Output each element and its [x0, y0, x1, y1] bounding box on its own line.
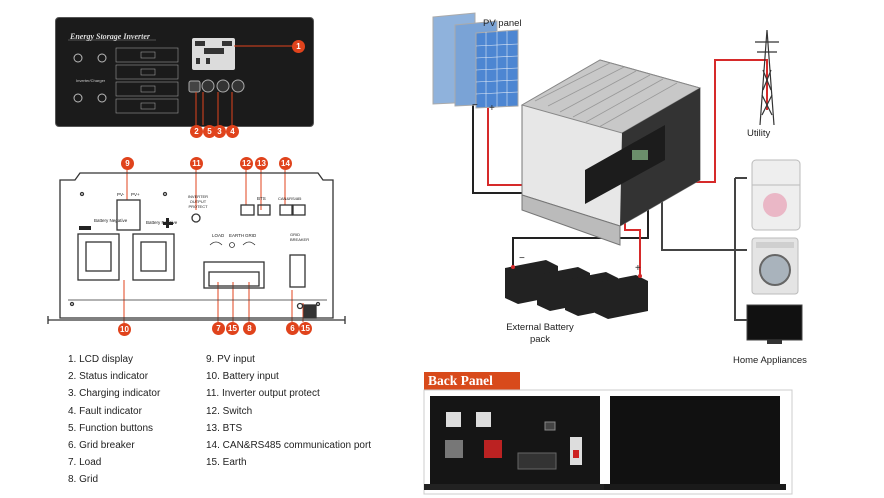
label-battery-positive: Battery Positive — [146, 220, 178, 225]
legend-item: 2. Status indicator — [68, 371, 149, 383]
callout-2: 2 — [190, 125, 203, 138]
front-panel-title: Energy Storage Inverter — [70, 32, 150, 41]
callout-9: 9 — [121, 157, 134, 170]
back-panel-title: Back Panel — [424, 372, 520, 390]
label-battery-negative: Battery Negative — [94, 218, 128, 223]
callout-6: 6 — [286, 322, 299, 335]
legend-item: 11. Inverter output protect — [206, 388, 320, 400]
pv-plus-symbol: + — [489, 103, 495, 114]
callout-11: 11 — [190, 157, 203, 170]
legend-item: 3. Charging indicator — [68, 388, 161, 400]
callout-15b: 15 — [299, 322, 312, 335]
legend-item: 9. PV input — [206, 354, 255, 365]
label-bts: BTS — [257, 196, 266, 201]
front-panel-graphics: Inverter/Charger — [68, 39, 245, 114]
legend-item: 5. Function buttons — [68, 422, 154, 434]
legend-item: 14. CAN&RS485 communication port — [206, 440, 372, 452]
pv-minus-symbol: − — [472, 100, 478, 111]
callout-14: 14 — [279, 157, 292, 170]
callout-7: 7 — [212, 322, 225, 335]
legend-right: 9. PV input 10. Battery input 11. Invert… — [206, 351, 371, 471]
front-panel: Energy Storage Inverter Inverter/Charger — [55, 17, 314, 127]
legend-item: 12. Switch — [206, 405, 253, 417]
battery-plus-symbol: + — [635, 263, 641, 274]
callout-10: 10 — [118, 323, 131, 336]
label-grid-breaker: GRID BREAKER — [290, 232, 310, 242]
utility-label: Utility — [747, 128, 771, 139]
legend-left: 1. LCD display 2. Status indicator 3. Ch… — [68, 351, 160, 489]
battery-label: External Battery pack — [506, 322, 574, 345]
callout-1: 1 — [292, 40, 305, 53]
callout-3: 3 — [213, 125, 226, 138]
callout-4: 4 — [226, 125, 239, 138]
label-pv-minus: PV- — [117, 192, 125, 197]
label-load: LOAD — [212, 233, 225, 238]
home-appliances-label: Home Appliances — [733, 355, 807, 366]
label-inverter-protect: INVERTER OUTPUT PROTECT — [187, 194, 209, 209]
pv-panel-label: PV panel — [483, 18, 522, 29]
legend-item: 6. Grid breaker — [68, 440, 135, 452]
label-can: CAN&RS485 — [278, 196, 302, 201]
legend-item: 7. Load — [68, 457, 102, 469]
legend-item: 15. Earth — [206, 457, 247, 469]
callout-15a: 15 — [226, 322, 239, 335]
legend-item: 1. LCD display — [68, 354, 134, 365]
label-earth: EARTH — [229, 233, 245, 238]
callout-5: 5 — [203, 125, 216, 138]
legend-item: 13. BTS — [206, 422, 243, 434]
callout-13: 13 — [255, 157, 268, 170]
callout-12: 12 — [240, 157, 253, 170]
callout-8: 8 — [243, 322, 256, 335]
legend-item: 10. Battery input — [206, 371, 279, 383]
legend-item: 8. Grid — [68, 474, 99, 486]
battery-minus-symbol: − — [519, 253, 525, 264]
svg-text:Inverter/Charger: Inverter/Charger — [76, 78, 106, 83]
legend-item: 4. Fault indicator — [68, 405, 142, 417]
label-grid: GRID — [245, 233, 257, 238]
label-pv-plus: PV+ — [131, 192, 140, 197]
